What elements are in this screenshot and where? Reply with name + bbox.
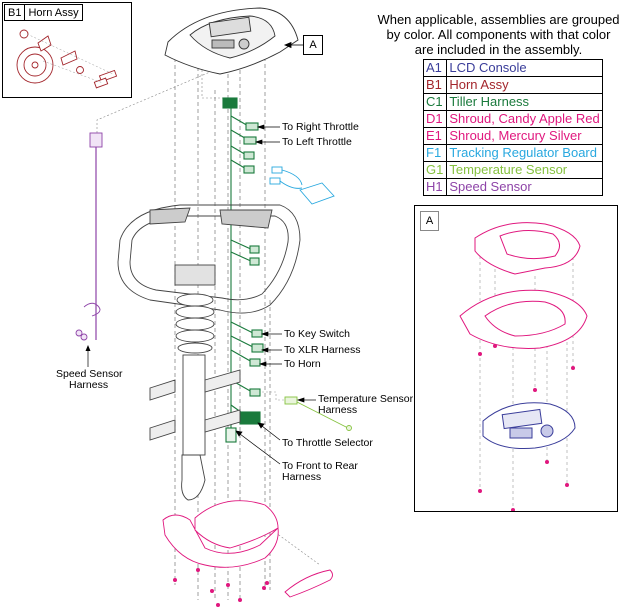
screws <box>173 568 269 607</box>
label-throttle-selector: To Throttle Selector <box>282 437 373 449</box>
legend-label: Speed Sensor <box>446 178 603 196</box>
horn-drawing <box>16 29 118 89</box>
handlebar <box>117 204 301 314</box>
legend-label: Horn Assy <box>446 76 603 94</box>
legend-code: A1 <box>422 59 448 77</box>
console-exploded-detail <box>459 222 588 511</box>
speed-sensor-leader <box>96 71 211 133</box>
lower-shroud <box>162 500 333 598</box>
legend-label: Shroud, Mercury Silver <box>446 127 603 145</box>
pointer-arrow-A <box>283 41 303 49</box>
detail-view-a <box>414 205 618 512</box>
color-grouping-note: When applicable, assemblies are grouped … <box>360 12 637 57</box>
label-left-throttle: To Left Throttle <box>282 136 352 148</box>
tiller-harness <box>222 97 264 443</box>
detail-view-tag: A <box>420 211 439 231</box>
tracking-regulator-board <box>269 166 335 205</box>
legend-code: C1 <box>422 93 448 111</box>
horn-tag-code: B1 <box>5 5 26 20</box>
legend-code: H1 <box>422 178 448 196</box>
horn-tag-label: Horn Assy <box>28 7 79 19</box>
legend-label: Tiller Harness <box>446 93 603 111</box>
legend-code: D1 <box>422 110 448 128</box>
note-line-3: are included in the assembly. <box>414 42 583 57</box>
label-temp-sensor-line1: Temperature Sensor <box>318 393 414 405</box>
label-speed-sensor-line1: Speed Sensor <box>56 368 123 380</box>
legend-code: E1 <box>422 127 448 145</box>
legend-label: Shroud, Candy Apple Red <box>446 110 603 128</box>
label-right-throttle: To Right Throttle <box>282 121 359 133</box>
label-temp-sensor-line2: Harness <box>318 404 358 416</box>
speed-sensor <box>75 132 103 341</box>
callout-arrows <box>235 124 316 465</box>
label-front-rear-line1: To Front to Rear <box>282 460 358 472</box>
steering-column <box>149 264 241 501</box>
legend-code: G1 <box>422 161 448 179</box>
legend-label: LCD Console <box>446 59 603 77</box>
console-shroud <box>164 7 299 75</box>
label-horn: To Horn <box>284 358 321 370</box>
rear-shroud-leader <box>271 529 321 566</box>
detail-reference-tag: A <box>303 35 323 55</box>
label-xlr-harness: To XLR Harness <box>284 344 361 356</box>
legend-code: F1 <box>422 144 448 162</box>
label-front-rear-line2: Harness <box>282 471 322 483</box>
harness-leader <box>201 66 228 99</box>
horn-assembly-inset <box>2 2 132 98</box>
temperature-sensor <box>284 396 352 431</box>
note-line-1: When applicable, assemblies are grouped <box>377 12 620 27</box>
legend-label: Temperature Sensor <box>446 161 603 179</box>
label-speed-sensor-line2: Harness <box>69 379 109 391</box>
legend-code: B1 <box>422 76 448 94</box>
horn-assembly-tag: B1 Horn Assy <box>4 4 83 21</box>
legend-label: Tracking Regulator Board <box>446 144 603 162</box>
label-key-switch: To Key Switch <box>284 328 350 340</box>
note-line-2: by color. All components with that color <box>386 27 611 42</box>
